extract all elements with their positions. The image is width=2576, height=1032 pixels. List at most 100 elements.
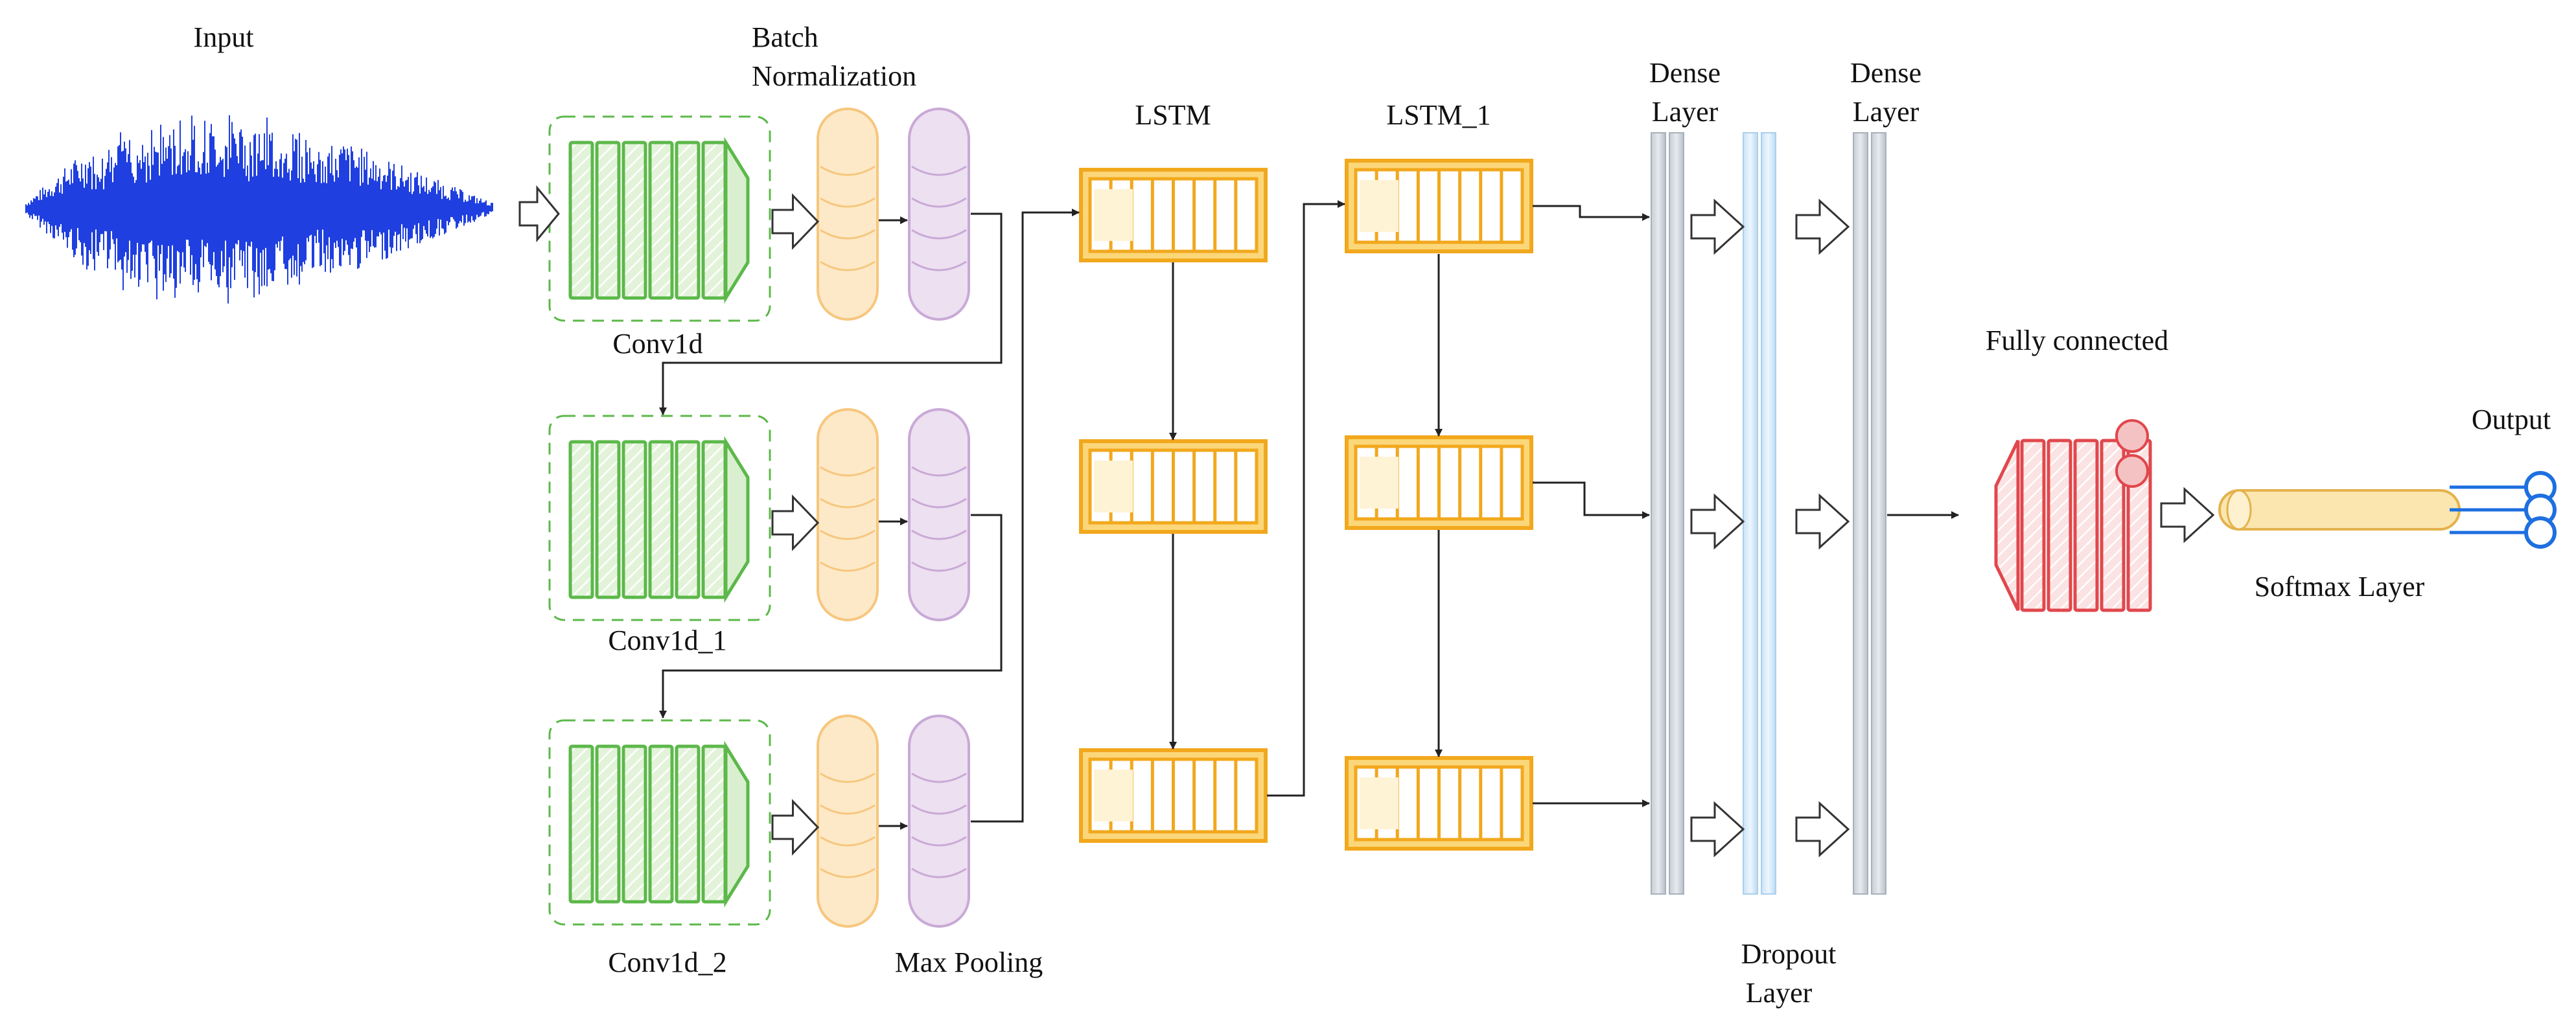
lstm-1-cell-1 [1345,435,1533,530]
batch-norm-stack-1-capsule [817,408,879,621]
batch-norm-stack-1-ring [820,498,876,509]
pool1-to-conv2-line [659,514,1003,718]
conv1d-block-0 [548,115,771,322]
fc-to-softmax-arrow [2160,487,2215,544]
conv1d-1-label: Conv1d_1 [608,625,726,656]
conv1d-filter [675,440,701,599]
conv1d-block-1 [548,415,771,621]
lstm-1-cell-1-shade [1360,457,1398,509]
dropout-layer [1743,132,1776,895]
fully-connected-unit [2073,439,2099,612]
input-label: Input [194,21,254,53]
conv1d-filter [648,141,674,300]
dropout-layer-bar-left [1743,132,1758,895]
max-pool-stack-1-ring [911,561,967,572]
max-pool-stack-2 [908,715,970,928]
lstm-cell-2 [1079,748,1268,843]
dropout-to-dense-arrow-1 [1795,493,1850,550]
dense-to-dropout-arrow-1 [1690,493,1745,550]
batch-norm-stack-2-ring [820,804,876,815]
conv1d-filter [675,744,701,904]
lstm1-0-to-dense-line [1533,205,1650,221]
max-pool-stack-0-ring [911,229,967,240]
conv1d-filter [568,141,594,300]
dense-layer-a [1651,132,1684,895]
dense-dropout-columns [1651,132,1886,895]
lstm-cells [1079,159,1533,851]
batch-norm-stack-1 [817,408,879,621]
conv1d-2-label: Conv1d_2 [608,946,726,978]
batch-norm-stack-2 [817,715,879,928]
dense-layer-a-bar-right [1669,132,1684,895]
conv1d-blocks [548,115,771,926]
dense-layer-b-label-line1: Dense [1850,57,1921,89]
fully-connected-taper [1994,439,2020,612]
conv1d-filter [595,744,621,904]
conv1d-filter [568,744,594,904]
lstm-1-cell-0-shade [1360,180,1398,232]
dense-layer-a-label-line2: Layer [1652,96,1719,128]
lstm-cell-1 [1079,439,1268,534]
conv1d-filter [701,440,727,599]
dropout-to-dense-arrow-0 [1795,198,1850,255]
max-pool-stack-2-ring [911,836,967,847]
dense-layer-b-bar-right [1871,132,1886,895]
batch-normalization-label-line2: Normalization [752,60,916,92]
pool2-to-lstm-line [971,209,1080,823]
lstm-cell-2-shade [1094,770,1133,821]
dropout-to-dense-arrow-2 [1795,801,1850,858]
batch-norm-stack-2-ring [820,836,876,847]
input-waveform [25,115,493,304]
softmax-layer-label: Softmax Layer [2255,571,2425,602]
max-pool-stack-2-ring [911,867,967,878]
fully-connected-unit [2020,439,2046,612]
batch-norm-stack-0-ring [820,260,876,271]
max-pooling-stacks [908,108,970,928]
pool0-to-conv1-line [659,212,1003,415]
lstm-1-label: LSTM_1 [1386,99,1491,131]
fully-connected-node [2115,454,2149,488]
conv1d-filter [621,440,647,599]
conv1d-filter [568,440,594,599]
output-label: Output [2472,404,2551,435]
input-to-conv-arrow [518,185,560,243]
lstm-1-cell-2 [1345,756,1533,851]
fully-connected-unit [2100,439,2126,612]
conv1d-filter [648,744,674,904]
dropout-layer-label-line1: Dropout [1741,938,1837,970]
max-pool-stack-0-capsule [908,108,970,321]
batch-norm-stack-0-ring [820,197,876,208]
lstm-1-cell-0 [1345,159,1533,253]
fully-connected-unit [2047,439,2072,612]
softmax-cylinder [2218,489,2461,531]
fully-connected-node [2115,419,2149,453]
conv1d-filter [595,440,621,599]
max-pool-stack-0 [908,108,970,321]
lstm-to-lstm1-line [1267,200,1345,797]
max-pool-stack-1-ring [911,498,967,509]
conv1d-label: Conv1d [612,328,702,360]
dense-to-dropout-arrow-0 [1690,198,1745,255]
lstm1-1-to-dense-line [1533,481,1650,519]
batch-norm-stack-1-ring [820,529,876,540]
batch-normalization-stacks [817,108,879,928]
conv1d-taper [724,436,750,603]
conv1d-filter [648,440,674,599]
classifier-head [1994,419,2557,612]
dropout-layer-label-line2: Layer [1746,977,1813,1009]
conv1d-dashed-frame [548,415,771,621]
batch-norm-stack-1-ring [820,561,876,572]
dropout-layer-bar-right [1761,132,1776,895]
batch-norm-stack-2-ring [820,772,876,783]
batch-norm-stack-2-ring [820,867,876,878]
conv1d-filter [621,744,647,904]
max-pool-stack-2-ring [911,804,967,815]
conv1d-block-2 [548,719,771,926]
conv1d-filter [701,141,727,300]
lstm-1-cell-2-shade [1360,777,1398,829]
max-pooling-label: Max Pooling [895,946,1043,978]
batch-norm-stack-0-ring [820,229,876,240]
max-pool-stack-1-ring [911,529,967,540]
conv1d-filter [595,141,621,300]
